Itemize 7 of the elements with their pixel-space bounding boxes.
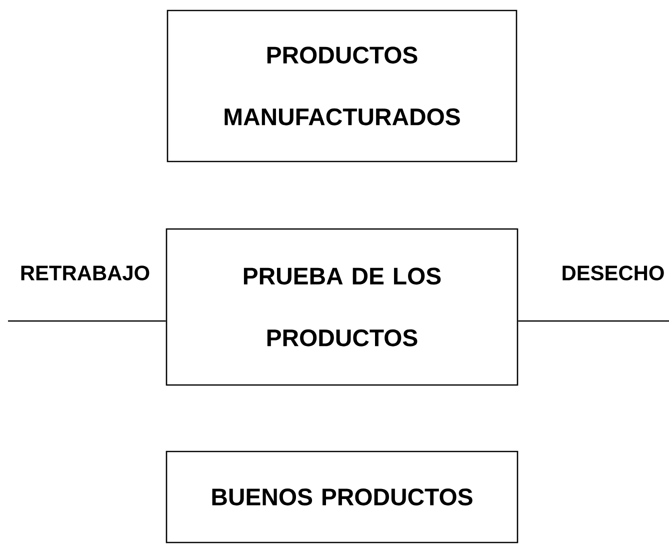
line — [518, 320, 669, 322]
process-box: PRUEBA DE LOS PRODUCTOS — [166, 228, 518, 386]
line — [8, 320, 166, 322]
edge-label: DESECHO — [562, 266, 664, 280]
edge-label: RETRABAJO — [21, 266, 150, 280]
process-box: BUENOS PRODUCTOS — [166, 450, 518, 544]
process-box: PRODUCTOS MANUFACTURADOS — [166, 10, 518, 162]
